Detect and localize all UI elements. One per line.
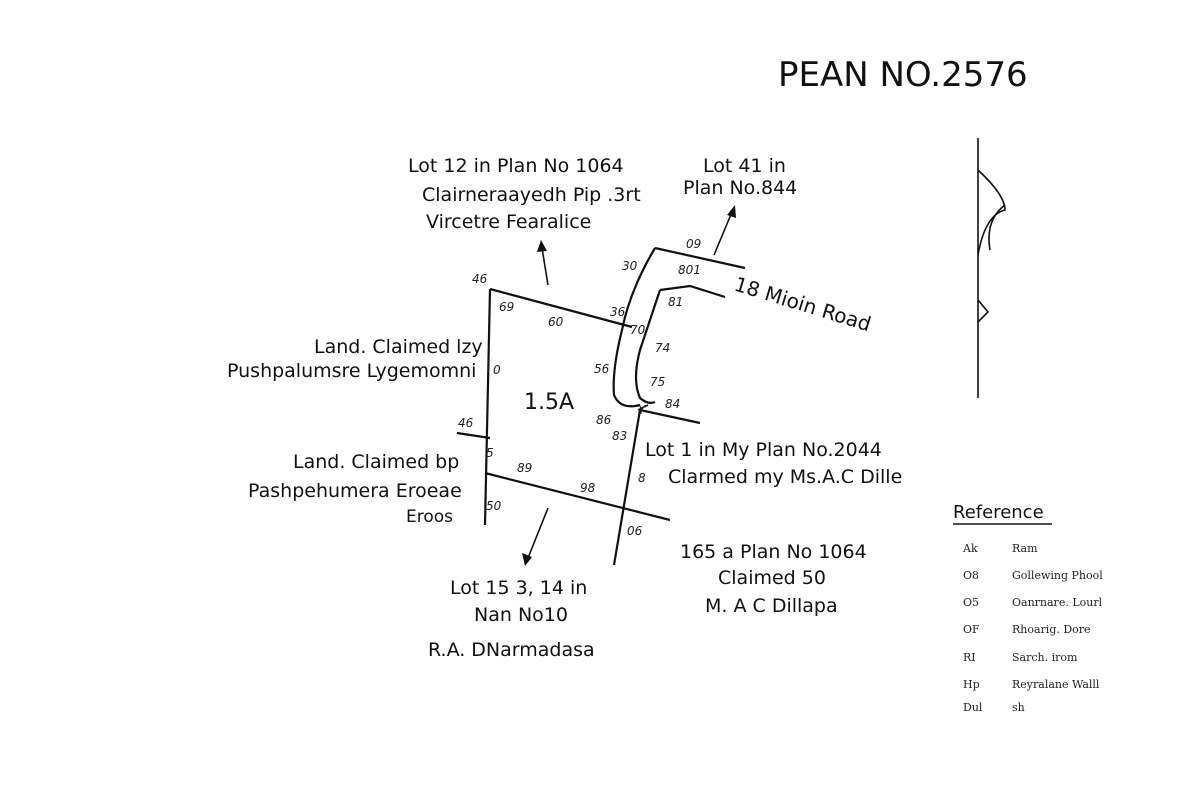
station-mark: 86 bbox=[596, 413, 612, 427]
label-line: Vircetre Fearalice bbox=[426, 211, 591, 233]
label-line: Lot 41 in bbox=[703, 155, 786, 177]
north-arrow-icon bbox=[977, 138, 1006, 398]
reference-desc: Reyralane Walll bbox=[1012, 678, 1100, 691]
reference-code: O8 bbox=[963, 569, 979, 582]
reference-desc: Oanrnare. Lourl bbox=[1012, 596, 1103, 609]
reference-desc: Gollewing Phool bbox=[1012, 569, 1103, 582]
reference-code: O5 bbox=[963, 596, 979, 609]
station-mark: 83 bbox=[612, 429, 627, 443]
label-line: Eroos bbox=[406, 507, 453, 527]
station-mark: 0 bbox=[493, 363, 501, 377]
label-line: Lot 12 in Plan No 1064 bbox=[408, 155, 624, 177]
reference-code: Hp bbox=[963, 678, 980, 691]
station-mark: 801 bbox=[678, 263, 701, 277]
station-mark: 5 bbox=[486, 446, 494, 460]
station-mark: 46 bbox=[458, 416, 474, 430]
reference-code: Dul bbox=[963, 701, 983, 714]
station-mark: 09 bbox=[686, 237, 701, 251]
label-line: Clairneraayedh Pip .3rt bbox=[422, 184, 641, 206]
station-mark: 56 bbox=[594, 362, 610, 376]
station-mark: Y bbox=[638, 403, 647, 417]
station-mark: 50 bbox=[486, 499, 502, 513]
station-mark: 84 bbox=[665, 397, 680, 411]
label-line: Land. Claimed bp bbox=[293, 451, 459, 473]
parcel-boundary bbox=[456, 287, 701, 566]
station-marks: 46 46 09 30 801 81 69 60 36 70 74 56 75 … bbox=[458, 237, 701, 538]
station-mark: 75 bbox=[650, 375, 665, 389]
label-line: Pushpalumsre Lygemomni bbox=[227, 360, 476, 382]
label-line: Clarmed my Ms.A.C Dille bbox=[668, 466, 902, 488]
label-line: Nan No10 bbox=[474, 604, 568, 626]
pointer-arrows bbox=[522, 205, 736, 566]
label-line: Pashpehumera Eroeae bbox=[248, 480, 462, 502]
label-line: M. A C Dillapa bbox=[705, 595, 838, 617]
label-line: Lot 1 in My Plan No.2044 bbox=[645, 439, 882, 461]
reference-code: OF bbox=[963, 623, 980, 636]
station-mark: 30 bbox=[622, 259, 638, 273]
label-line: Land. Claimed lzy bbox=[314, 336, 483, 358]
label-line: Claimed 50 bbox=[718, 567, 826, 589]
label-line: Lot 15 3, 14 in bbox=[450, 577, 587, 599]
station-mark: 60 bbox=[548, 315, 564, 329]
reference-desc: sh bbox=[1012, 701, 1025, 714]
reference-title: Reference bbox=[953, 502, 1044, 523]
reference-legend: Reference Ak Ram O8 Gollewing Phool O5 O… bbox=[953, 502, 1103, 714]
reference-desc: Sarch. irom bbox=[1012, 651, 1078, 664]
station-mark: 89 bbox=[517, 461, 532, 475]
station-mark: 81 bbox=[668, 295, 683, 309]
station-mark: 8 bbox=[638, 471, 646, 485]
label-west-top: Land. Claimed lzy Pushpalumsre Lygemomni bbox=[227, 336, 483, 382]
reference-code: Ak bbox=[962, 542, 978, 555]
label-south-east: 165 a Plan No 1064 Claimed 50 M. A C Dil… bbox=[680, 541, 867, 617]
label-line: R.A. DNarmadasa bbox=[428, 639, 595, 661]
plan-title: PEAN NO.2576 bbox=[778, 55, 1028, 95]
reference-desc: Ram bbox=[1012, 542, 1038, 555]
station-mark: 69 bbox=[499, 300, 514, 314]
road-label: 18 Mioin Road bbox=[732, 272, 874, 336]
station-mark: 06 bbox=[627, 524, 643, 538]
station-mark: 46 bbox=[472, 272, 488, 286]
station-mark: 98 bbox=[580, 481, 596, 495]
label-south: Lot 15 3, 14 in Nan No10 R.A. DNarmadasa bbox=[428, 577, 595, 661]
station-mark: 36 bbox=[610, 305, 626, 319]
station-mark: 70 bbox=[630, 323, 646, 337]
label-west-bottom: Land. Claimed bp Pashpehumera Eroeae Ero… bbox=[248, 451, 462, 527]
label-east: Lot 1 in My Plan No.2044 Clarmed my Ms.A… bbox=[645, 439, 902, 488]
reference-desc: Rhoarig. Dore bbox=[1012, 623, 1091, 636]
label-line: Plan No.844 bbox=[683, 177, 797, 199]
parcel-area: 1.5A bbox=[524, 390, 574, 415]
station-mark: 74 bbox=[655, 341, 670, 355]
label-north-top: Lot 12 in Plan No 1064 Clairneraayedh Pi… bbox=[408, 155, 641, 233]
reference-code: RI bbox=[963, 651, 976, 664]
road-lines bbox=[612, 246, 746, 408]
label-line: 165 a Plan No 1064 bbox=[680, 541, 867, 563]
label-north-right: Lot 41 in Plan No.844 bbox=[683, 155, 797, 199]
